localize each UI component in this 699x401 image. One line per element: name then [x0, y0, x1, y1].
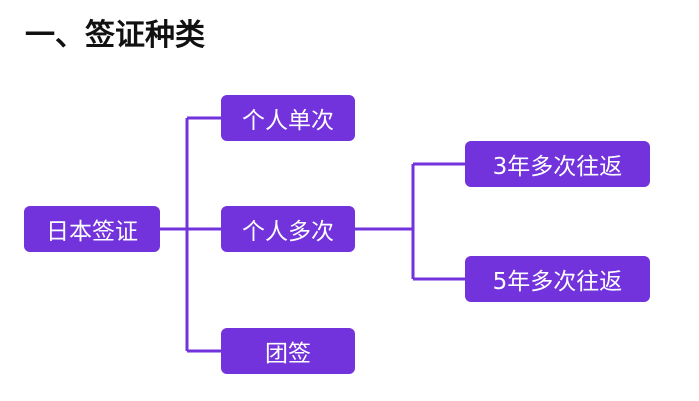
node-japan-visa: 日本签证: [24, 206, 160, 252]
node-individual-multiple: 个人多次: [221, 206, 355, 252]
node-group-visa: 团签: [221, 328, 355, 374]
node-individual-single: 个人单次: [221, 95, 355, 141]
node-three-year-multiple: 3年多次往返: [465, 141, 650, 187]
page-title: 一、签证种类: [25, 18, 205, 53]
node-five-year-multiple: 5年多次往返: [465, 256, 650, 302]
